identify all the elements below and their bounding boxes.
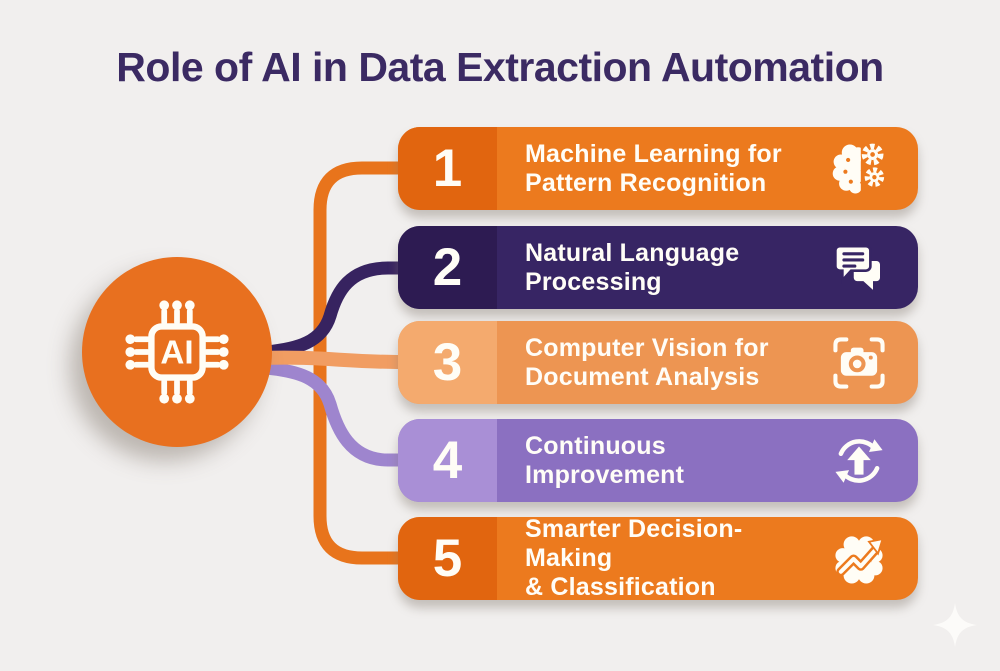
step-label-line2: & Classification [525,573,716,601]
ai-chip-label: AI [160,335,193,372]
step-label: Natural Language Processing [497,226,800,309]
ai-hub-circle: AI [82,257,272,447]
connector-bar4 [259,361,409,467]
sparkle-icon [933,603,977,647]
step-label-line1: Smarter Decision-Making [525,515,743,572]
step-label-line2: Improvement [525,460,685,489]
list-item-smarter-decisions: 5 Smarter Decision-Making & Classificati… [398,515,918,601]
step-number: 4 [432,431,463,490]
step-label-line1: Natural Language [525,238,740,267]
step-label-line1: Machine Learning for [525,139,782,168]
step-number: 2 [432,238,463,297]
step-label-line1: Computer Vision for [525,333,769,362]
step-label-line2: Processing [525,267,662,296]
step-label: Computer Vision for Document Analysis [497,321,800,404]
list-item-computer-vision: 3 Computer Vision for Document Analysis [398,321,918,404]
ai-chip-icon: AI [125,300,229,404]
chat-bubbles-icon [834,244,880,290]
step-label: Smarter Decision-Making & Classification [497,515,800,601]
camera-scan-icon [833,336,885,389]
list-item-nlp: 2 Natural Language Processing [398,226,918,309]
step-number-block: 1 [398,127,497,210]
step-label: Continuous Improvement [497,419,800,502]
connector-bar3 [253,350,409,369]
chip-pin-dots [125,300,229,404]
step-number: 5 [432,529,463,588]
chip-pins [133,308,221,396]
step-label-line2: Pattern Recognition [525,168,767,197]
step-number: 1 [432,139,463,198]
step-label-line2: Document Analysis [525,362,760,391]
step-number-block: 2 [398,226,497,309]
step-label-line1: Continuous [525,431,666,460]
list-item-continuous-improvement: 4 Continuous Improvement [398,419,918,502]
connector-bar2 [259,261,409,359]
list-item-machine-learning: 1 Machine Learning for Pattern Recogniti… [398,127,918,210]
step-number-block: 5 [398,517,497,600]
step-number-block: 4 [398,419,497,502]
step-number: 3 [432,333,463,392]
sync-arrows-icon [835,438,883,483]
page-title: Role of AI in Data Extraction Automation [116,44,884,90]
step-number-block: 3 [398,321,497,404]
brain-gears-icon [832,143,885,193]
brain-growth-arrow-icon [835,535,884,583]
step-label: Machine Learning for Pattern Recognition [497,127,800,210]
